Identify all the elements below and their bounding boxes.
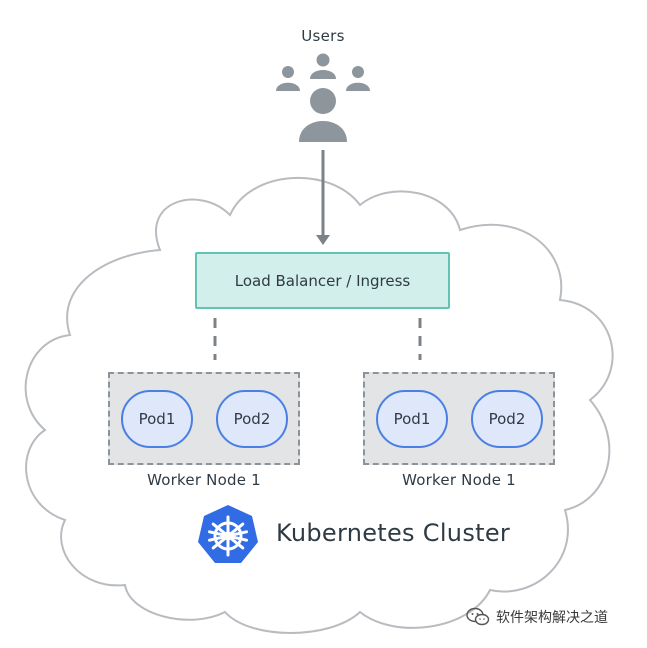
users-group-icon xyxy=(276,53,370,142)
wechat-icon xyxy=(466,607,490,626)
cluster-cloud xyxy=(24,176,614,634)
watermark: 软件架构解决之道 xyxy=(466,607,608,627)
pod-label: Pod1 xyxy=(393,410,431,428)
load-balancer-box: Load Balancer / Ingress xyxy=(195,252,450,309)
pod-left-2: Pod2 xyxy=(216,390,288,448)
worker-node-right: Pod1 Pod2 xyxy=(363,372,555,465)
worker-node-left: Pod1 Pod2 xyxy=(108,372,300,465)
users-to-lb-arrowhead xyxy=(316,235,330,245)
pod-right-2: Pod2 xyxy=(471,390,543,448)
worker-node-left-label: Worker Node 1 xyxy=(147,471,261,489)
cluster-label: Kubernetes Cluster xyxy=(276,519,511,547)
pod-right-1: Pod1 xyxy=(376,390,448,448)
worker-node-right-label: Worker Node 1 xyxy=(402,471,516,489)
watermark-text: 软件架构解决之道 xyxy=(496,610,608,626)
pod-label: Pod2 xyxy=(488,410,526,428)
users-label: Users xyxy=(301,27,345,45)
load-balancer-label: Load Balancer / Ingress xyxy=(234,271,411,290)
pod-label: Pod2 xyxy=(233,410,271,428)
pod-left-1: Pod1 xyxy=(121,390,193,448)
kubernetes-helm-icon xyxy=(198,505,258,563)
pod-label: Pod1 xyxy=(138,410,176,428)
